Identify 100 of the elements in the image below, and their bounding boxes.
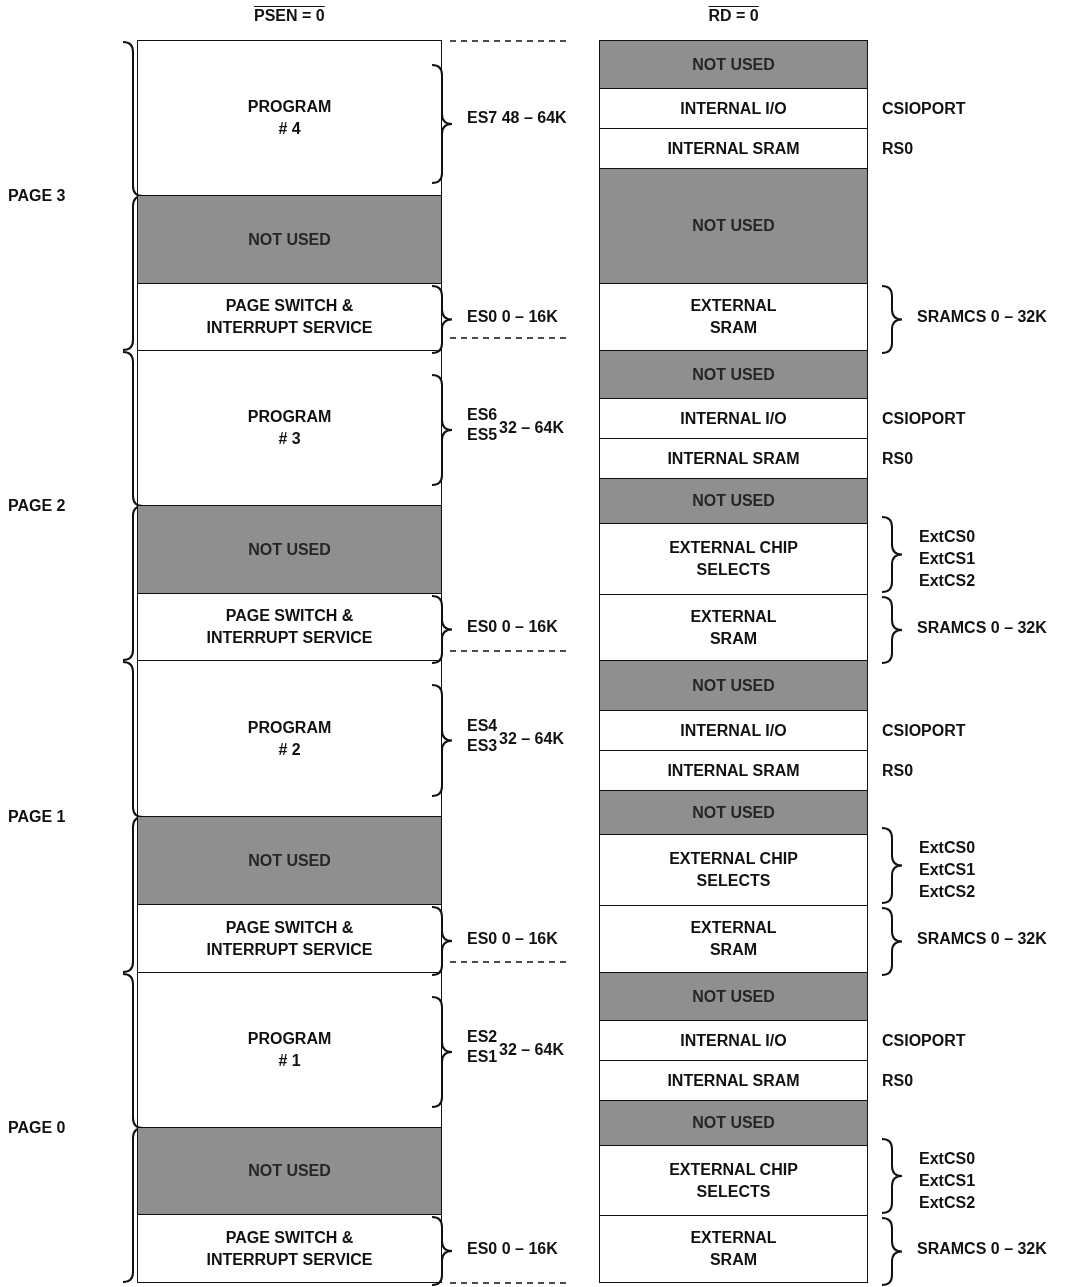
signal-label: RS0 [882, 138, 914, 158]
signal-label: CSIOPORT [882, 98, 966, 118]
chip-select-label: ExtCS0 [919, 1148, 976, 1168]
page-label: PAGE 0 [8, 1117, 66, 1137]
block-label: PAGE SWITCH & INTERRUPT SERVICE [205, 296, 374, 338]
block-label: NOT USED [692, 54, 775, 75]
memory-block [599, 1145, 868, 1216]
block-label: NOT USED [692, 364, 775, 385]
address-label: SRAMCS 0 – 32K [917, 1239, 1047, 1259]
unused-memory-block [599, 40, 868, 89]
address-label: ES0 0 – 16K [467, 1238, 558, 1258]
block-label: PAGE SWITCH & INTERRUPT SERVICE [205, 917, 374, 960]
unused-memory-block [137, 505, 442, 594]
unused-memory-block [599, 1100, 868, 1146]
signal-label: RS0 [882, 1070, 914, 1090]
chip-select-label: ExtCS1 [919, 549, 976, 569]
chip-select-label: ExtCS1 [919, 1170, 976, 1190]
address-label: ES5 [467, 425, 498, 445]
address-label: ES0 0 – 16K [467, 307, 558, 327]
block-label: INTERNAL SRAM [667, 138, 800, 159]
block-label: NOT USED [248, 229, 331, 250]
block-label: NOT USED [692, 491, 775, 512]
unused-memory-block [599, 168, 868, 284]
unused-memory-block [599, 350, 868, 399]
page-label: PAGE 2 [8, 495, 66, 515]
page-label: PAGE 3 [8, 185, 66, 205]
block-label: EXTERNAL SRAM [689, 1228, 778, 1270]
block-label: NOT USED [692, 216, 775, 237]
chip-select-label: ExtCS0 [919, 527, 976, 547]
block-label: PROGRAM # 4 [246, 97, 333, 139]
memory-block [599, 88, 868, 129]
block-label: PAGE SWITCH & INTERRUPT SERVICE [205, 606, 374, 648]
block-label: INTERNAL I/O [680, 408, 787, 429]
memory-block [599, 1020, 868, 1061]
page-label: PAGE 1 [8, 806, 66, 826]
block-label: PROGRAM # 2 [246, 717, 333, 760]
block-label: NOT USED [248, 1161, 331, 1182]
address-label: SRAMCS 0 – 32K [917, 307, 1047, 327]
block-label: EXTERNAL CHIP SELECTS [668, 538, 799, 580]
unused-memory-block [137, 1127, 442, 1215]
column-header: PSEN = 0 [254, 6, 325, 26]
block-label: PAGE SWITCH & INTERRUPT SERVICE [205, 1227, 374, 1270]
block-label: NOT USED [692, 675, 775, 696]
block-label: INTERNAL I/O [680, 1030, 787, 1051]
memory-block [137, 593, 442, 661]
unused-memory-block [137, 195, 442, 284]
address-label: ES3 [467, 735, 498, 755]
address-label: ES0 0 – 16K [467, 617, 558, 637]
unused-memory-block [599, 972, 868, 1021]
block-label: NOT USED [692, 1113, 775, 1134]
memory-block [137, 904, 442, 973]
memory-block [599, 710, 868, 751]
address-label: ES0 0 – 16K [467, 928, 558, 948]
chip-select-label: ExtCS2 [919, 571, 976, 591]
address-label: 32 – 64K [499, 418, 564, 438]
address-label: 32 – 64K [499, 728, 564, 748]
address-label: ES2 [467, 1027, 498, 1047]
unused-memory-block [599, 478, 868, 524]
signal-label: RS0 [882, 448, 914, 468]
memory-block [599, 834, 868, 906]
address-label: ES1 [467, 1047, 498, 1067]
address-label: ES7 48 – 64K [467, 108, 567, 128]
block-label: NOT USED [248, 850, 331, 871]
memory-block [137, 283, 442, 351]
block-label: NOT USED [248, 539, 331, 560]
block-label: NOT USED [692, 802, 775, 823]
address-label: ES4 [467, 715, 498, 735]
block-label: INTERNAL SRAM [667, 1070, 800, 1091]
chip-select-label: ExtCS1 [919, 860, 976, 880]
address-label: SRAMCS 0 – 32K [917, 929, 1047, 949]
block-label: PROGRAM # 3 [246, 407, 333, 449]
block-label: INTERNAL SRAM [667, 760, 800, 781]
block-label: EXTERNAL CHIP SELECTS [668, 1159, 799, 1202]
memory-block [599, 1215, 868, 1283]
memory-block [137, 1214, 442, 1283]
chip-select-label: ExtCS0 [919, 838, 976, 858]
block-label: NOT USED [692, 986, 775, 1007]
unused-memory-block [137, 816, 442, 905]
block-label: INTERNAL SRAM [667, 448, 800, 469]
unused-memory-block [599, 660, 868, 711]
memory-block [599, 398, 868, 439]
block-label: EXTERNAL SRAM [689, 606, 778, 649]
block-label: PROGRAM # 1 [246, 1029, 333, 1071]
address-label: 32 – 64K [499, 1040, 564, 1060]
chip-select-label: ExtCS2 [919, 882, 976, 902]
memory-block [599, 523, 868, 595]
block-label: EXTERNAL SRAM [689, 296, 778, 338]
unused-memory-block [599, 790, 868, 835]
block-label: EXTERNAL CHIP SELECTS [668, 849, 799, 891]
signal-label: CSIOPORT [882, 1030, 966, 1050]
address-label: ES6 [467, 405, 498, 425]
block-label: INTERNAL I/O [680, 720, 787, 741]
signal-label: CSIOPORT [882, 720, 966, 740]
block-label: INTERNAL I/O [680, 98, 787, 119]
signal-label: CSIOPORT [882, 408, 966, 428]
signal-label: RS0 [882, 760, 914, 780]
chip-select-label: ExtCS2 [919, 1192, 976, 1212]
column-header: RD = 0 [708, 6, 759, 26]
block-label: EXTERNAL SRAM [689, 918, 778, 960]
address-label: SRAMCS 0 – 32K [917, 617, 1047, 637]
